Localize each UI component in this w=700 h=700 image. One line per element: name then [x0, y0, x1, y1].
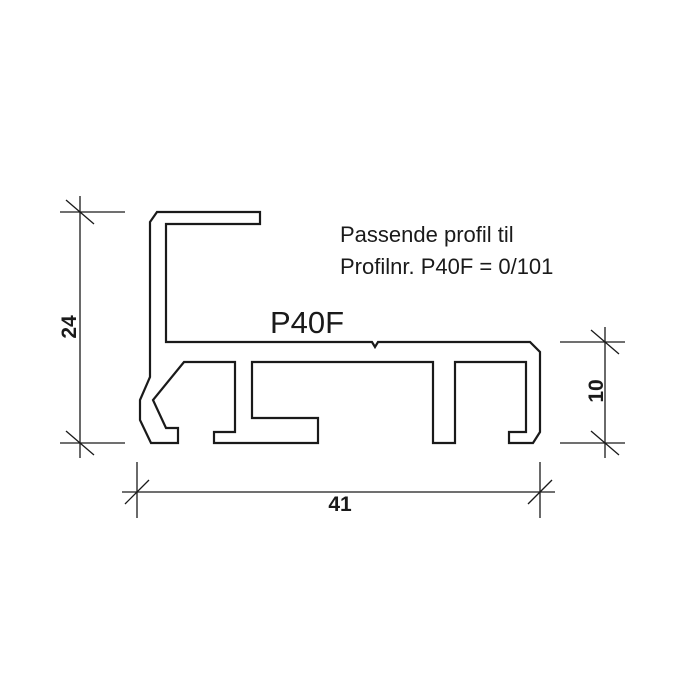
dimension-width-total: 41 — [122, 462, 555, 518]
dimension-height-lower: 10 — [560, 327, 625, 458]
note-line-1: Passende profil til — [340, 222, 514, 247]
dimension-height-lower-label: 10 — [585, 379, 608, 402]
dimension-height-total-label: 24 — [58, 315, 81, 339]
dimension-height-total: 24 — [58, 196, 125, 458]
profile-outline — [138, 210, 542, 445]
dimension-width-total-label: 41 — [328, 493, 352, 516]
note-line-2: Profilnr. P40F = 0/101 — [340, 254, 553, 279]
profile-name: P40F — [270, 305, 344, 340]
